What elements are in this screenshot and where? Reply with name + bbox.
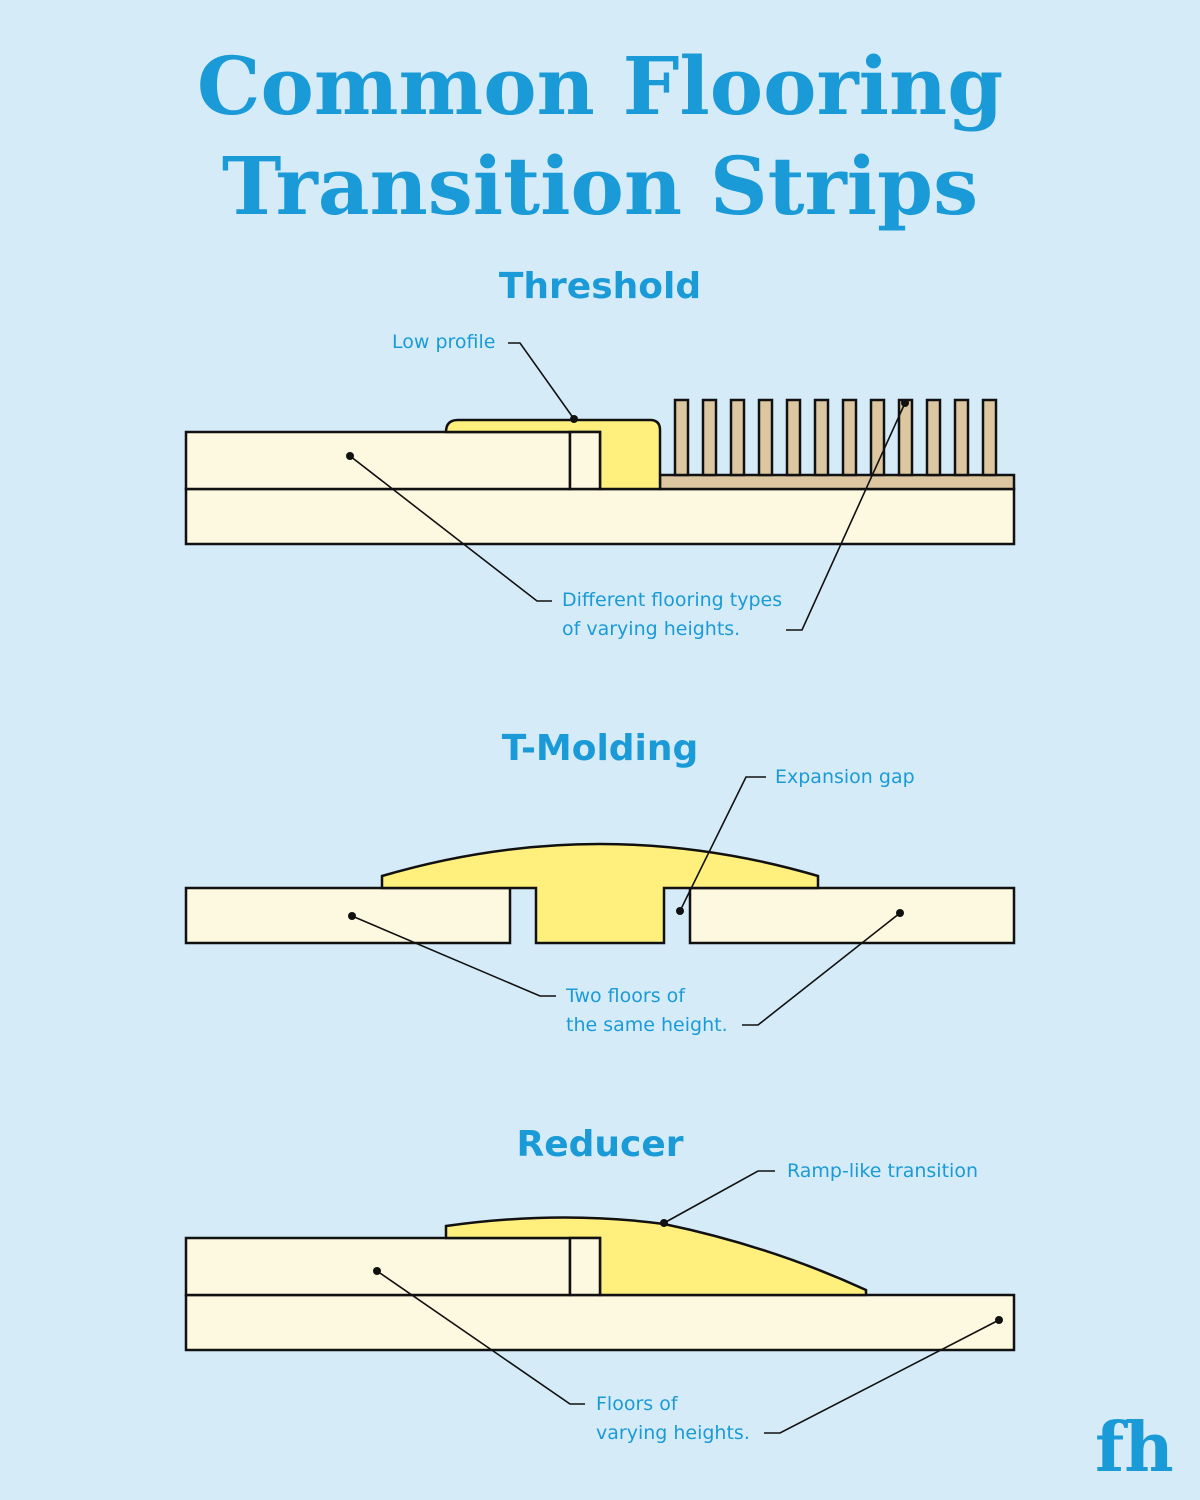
- threshold-strip: [444, 418, 662, 491]
- reducer-subfloor: [184, 1293, 1016, 1352]
- leader-left-floor-t: [351, 915, 556, 997]
- leader-carpet: [786, 402, 906, 631]
- page-title: Common Flooring Transition Strips: [0, 36, 1200, 236]
- leader-right-floor-r: [764, 1319, 1000, 1434]
- reducer-tongue: [568, 1236, 602, 1297]
- leader-left-floor-r: [376, 1270, 585, 1405]
- title-line-1: Common Flooring: [196, 39, 1004, 133]
- threshold-subfloor: [184, 487, 1016, 546]
- t-molding-right-floor: [688, 886, 1016, 945]
- label-different-types: Different flooring types of varying heig…: [562, 589, 783, 640]
- t-molding-strip: [380, 842, 820, 945]
- reducer-strip: [444, 1216, 868, 1297]
- threshold-carpet-tufts: [673, 398, 998, 477]
- label-floors-varying: Floors of varying heights.: [596, 1393, 750, 1444]
- t-molding-diagram: [184, 776, 1016, 1026]
- threshold-carpet-base: [658, 473, 1016, 491]
- title-line-2: Transition Strips: [221, 139, 979, 233]
- threshold-diagram: [184, 342, 1016, 631]
- leader-expansion-gap: [679, 776, 766, 912]
- reducer-diagram: [184, 1170, 1016, 1434]
- fh-logo: fh: [1095, 1408, 1174, 1488]
- leader-left-floor: [349, 455, 552, 602]
- label-two-floors: Two floors of the same height.: [566, 985, 728, 1036]
- threshold-left-floor: [184, 430, 572, 491]
- leader-ramp: [663, 1170, 775, 1224]
- leader-low-profile: [508, 342, 575, 420]
- label-ramp-like: Ramp-like transition: [787, 1160, 978, 1182]
- threshold-tongue: [568, 430, 602, 491]
- leader-right-floor-t: [742, 912, 901, 1026]
- t-molding-left-floor: [184, 886, 512, 945]
- reducer-left-floor: [184, 1236, 572, 1297]
- label-expansion-gap: Expansion gap: [775, 766, 915, 788]
- t-molding-heading: T-Molding: [501, 728, 699, 769]
- label-low-profile: Low profile: [392, 331, 496, 353]
- reducer-heading: Reducer: [516, 1124, 684, 1165]
- threshold-heading: Threshold: [498, 266, 702, 307]
